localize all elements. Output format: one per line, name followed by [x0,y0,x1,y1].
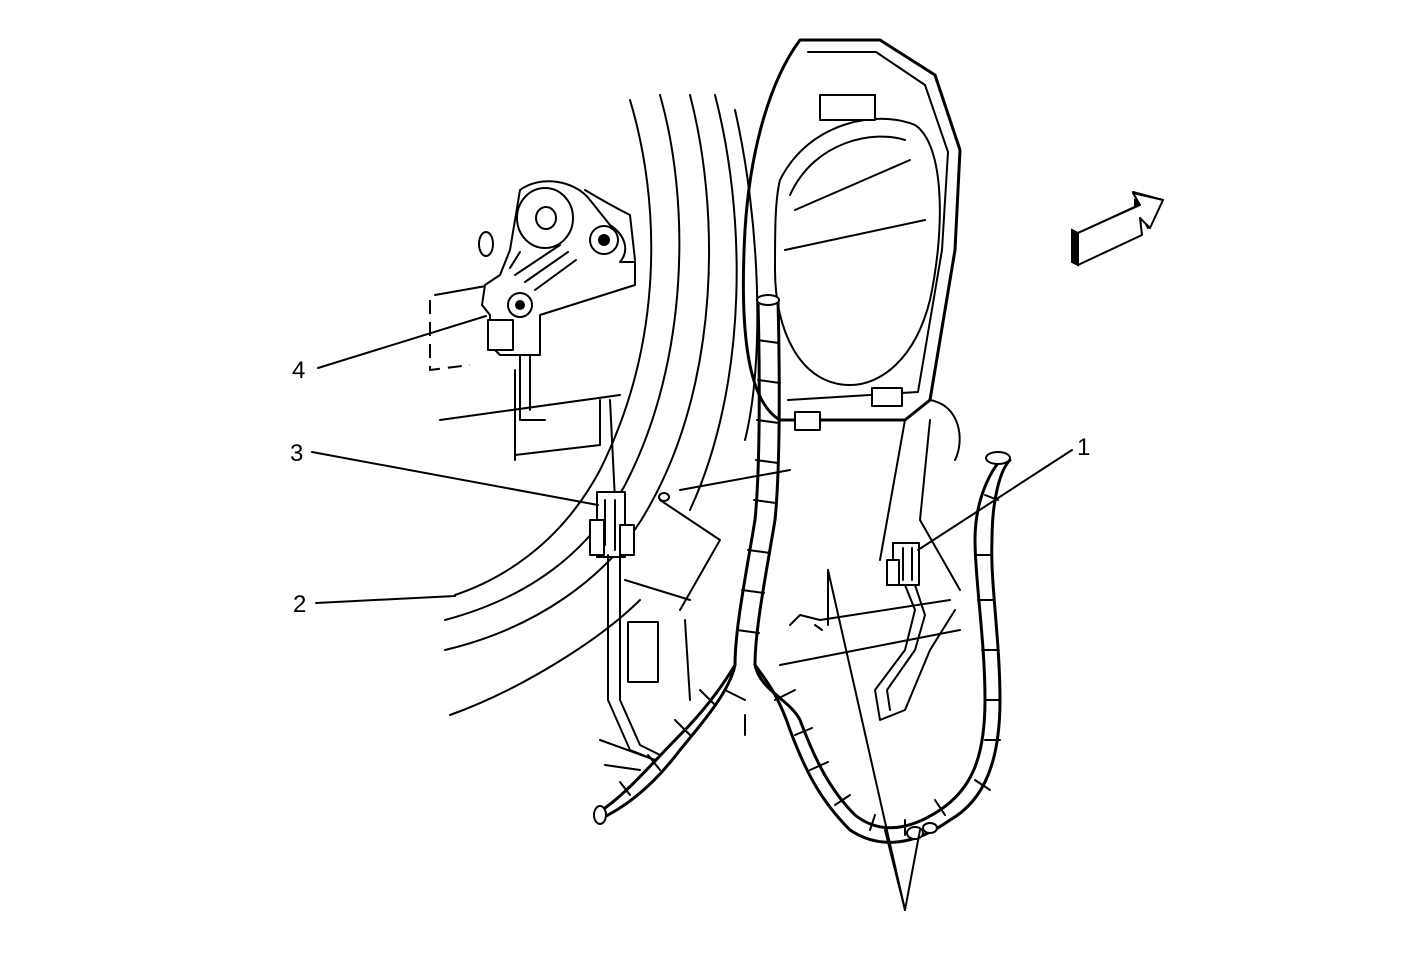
seat-back-panel [741,38,962,591]
callout-label-2: 2 [293,591,306,618]
callout-label-1: 1 [1077,434,1090,461]
sensor-icon [478,180,636,421]
callout-label-3: 3 [290,440,303,467]
pointer-lines [827,569,921,911]
floor-panel-lines [599,469,961,771]
forward-arrow-icon [1071,191,1164,267]
connector-icon [874,542,956,721]
leader-lines [311,315,1073,604]
callout-label-4: 4 [292,357,305,384]
connector-icon [589,491,661,761]
body-panel-lines [429,94,759,716]
